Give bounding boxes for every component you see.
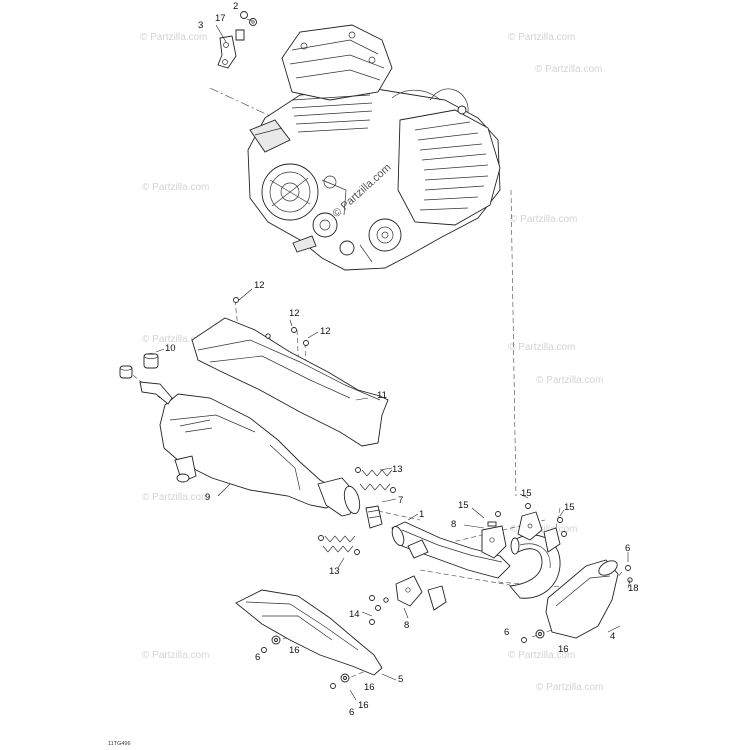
- watermark: © Partzilla.com: [140, 32, 207, 43]
- watermark: © Partzilla.com: [508, 650, 575, 661]
- spring-upper[interactable]: [355, 467, 396, 493]
- callout-9: 9: [205, 492, 210, 503]
- bracket-nut[interactable]: [240, 11, 248, 19]
- callout-7: 7: [398, 495, 403, 506]
- figure-code: 11TG496: [108, 741, 131, 747]
- callout-1: 1: [419, 509, 424, 520]
- callout-6: 6: [349, 707, 354, 718]
- callout-6: 6: [625, 543, 630, 554]
- heat-shield-bolt[interactable]: [233, 297, 309, 346]
- callout-labels: 2 17 3 12 12 12 10 11 9 13 7 1 13 15 8 1…: [165, 1, 639, 718]
- callout-15: 15: [564, 502, 575, 513]
- callout-8: 8: [451, 519, 456, 530]
- callout-13: 13: [329, 566, 340, 577]
- pipe-bracket-upper[interactable]: [481, 521, 507, 559]
- engine-bracket[interactable]: [217, 29, 245, 69]
- callout-17: 17: [215, 13, 226, 24]
- bracket-bolt[interactable]: [369, 595, 389, 625]
- callout-2: 2: [233, 1, 238, 12]
- watermark: © Partzilla.com: [142, 334, 209, 345]
- callout-10: 10: [165, 343, 176, 354]
- muffler[interactable]: [139, 381, 362, 517]
- watermark: © Partzilla.com: [510, 214, 577, 225]
- callout-13: 13: [392, 464, 403, 475]
- watermark: © Partzilla.com: [535, 64, 602, 75]
- callout-6: 6: [504, 627, 509, 638]
- callout-5: 5: [398, 674, 403, 685]
- callout-3: 3: [198, 20, 203, 31]
- callout-labels-extra: 16: [349, 689, 369, 711]
- exhaust-pipe-rear[interactable]: [509, 534, 620, 639]
- callout-14: 14: [349, 609, 360, 620]
- callout-12: 12: [320, 326, 331, 337]
- callout-16: 16: [289, 645, 300, 656]
- spring-lower[interactable]: [318, 535, 360, 555]
- watermark: © Partzilla.com: [142, 182, 209, 193]
- pipe-bracket-lower[interactable]: [395, 575, 447, 611]
- watermark: © Partzilla.com: [510, 524, 577, 535]
- watermark-layer: © Partzilla.com © Partzilla.com © Partzi…: [140, 32, 603, 693]
- callout-16: 16: [364, 682, 375, 693]
- rubber-mount[interactable]: [119, 353, 159, 379]
- callout-15: 15: [458, 500, 469, 511]
- callout-12: 12: [289, 308, 300, 319]
- exhaust-gasket[interactable]: [365, 505, 383, 529]
- callout-12: 12: [254, 280, 265, 291]
- heat-shield-upper[interactable]: [191, 317, 389, 447]
- leader-lines: [155, 18, 631, 681]
- pipe-clamp[interactable]: [495, 503, 567, 553]
- washer[interactable]: [271, 629, 545, 683]
- callout-8: 8: [404, 620, 409, 631]
- engine-assembly[interactable]: © Partzilla.com: [247, 24, 501, 271]
- callout-6: 6: [255, 652, 260, 663]
- watermark: © Partzilla.com: [142, 492, 209, 503]
- heat-shield-lower[interactable]: [235, 589, 383, 676]
- watermark: © Partzilla.com: [536, 375, 603, 386]
- bracket-bolt[interactable]: [249, 18, 257, 26]
- exhaust-pipe-front[interactable]: [390, 521, 511, 579]
- watermark: © Partzilla.com: [508, 342, 575, 353]
- callout-18: 18: [628, 583, 639, 594]
- watermark: © Partzilla.com: [142, 650, 209, 661]
- callout-15: 15: [521, 488, 532, 499]
- watermark: © Partzilla.com: [508, 32, 575, 43]
- callout-16: 16: [558, 644, 569, 655]
- callout-4: 4: [610, 631, 615, 642]
- callout-11: 11: [377, 390, 387, 401]
- callout-16: 16: [358, 700, 369, 711]
- watermark: © Partzilla.com: [536, 682, 603, 693]
